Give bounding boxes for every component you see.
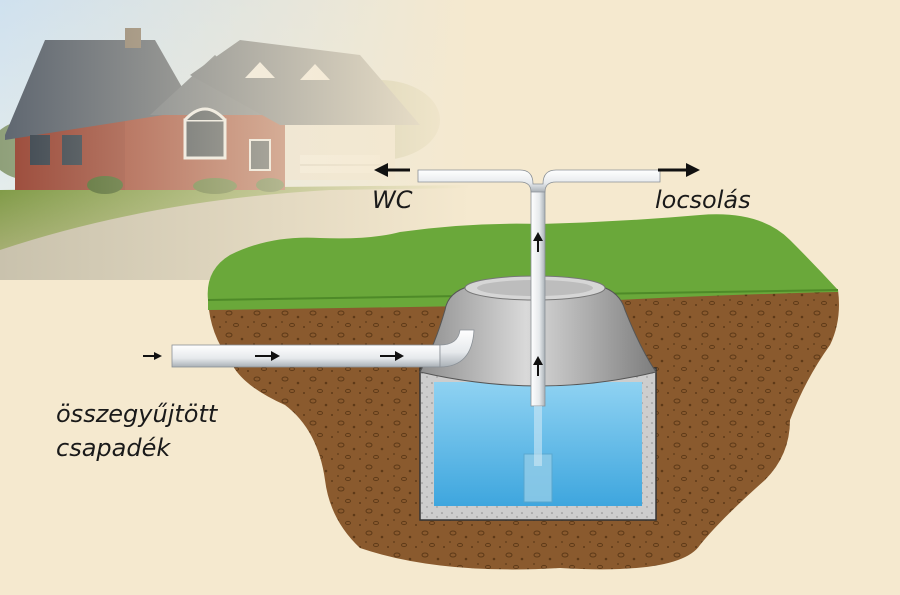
upflow-arrow <box>533 232 543 252</box>
irrigation-label: locsolás <box>655 186 751 214</box>
house-scene <box>0 0 470 280</box>
inflow-arrow <box>380 351 404 361</box>
irrigation-outflow-arrow <box>658 163 700 177</box>
wc-outflow-arrow <box>374 163 410 177</box>
inflow-arrow <box>255 351 280 361</box>
grass-layer <box>207 214 838 310</box>
inlet-pipe <box>171 329 475 368</box>
wc-label: WC <box>372 186 413 214</box>
inflow-label-line1: összegyűjtött <box>56 400 218 428</box>
inflow-label-line2: csapadék <box>56 434 171 462</box>
upflow-arrow <box>533 356 543 376</box>
distribution-pipe <box>417 169 661 193</box>
inflow-arrow <box>143 352 162 360</box>
flow-arrows <box>143 163 700 376</box>
